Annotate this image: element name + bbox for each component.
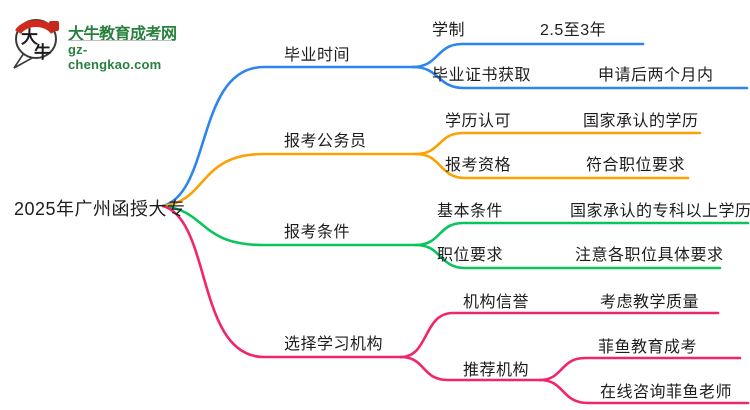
- node-recommended-institution: 推荐机构: [463, 362, 530, 379]
- node-exam-eligibility: 报考资格: [445, 157, 512, 174]
- branch-label-institution: 选择学习机构: [284, 336, 384, 353]
- value-recommended-institution-2: 在线咨询菲鱼老师: [600, 384, 733, 401]
- speech-bubble: [15, 19, 57, 59]
- branch-label-requirements: 报考条件: [284, 224, 351, 241]
- branch-lines-graduation-time: [161, 42, 749, 208]
- value-basic-requirements: 国家承认的专科以上学历: [570, 203, 750, 220]
- logo-seal-icon: [49, 21, 59, 31]
- node-study-duration: 学制: [432, 22, 466, 39]
- node-degree-recognition: 学历认可: [445, 113, 512, 130]
- root-node: 2025年广州函授大专: [14, 199, 186, 219]
- node-position-requirements: 职位要求: [437, 247, 504, 264]
- logo-divider: [68, 40, 171, 41]
- value-institution-reputation: 考虑教学质量: [600, 294, 700, 311]
- value-recommended-institution-1: 菲鱼教育成考: [598, 339, 698, 356]
- branch-label-graduation-time: 毕业时间: [284, 47, 351, 64]
- value-study-duration: 2.5至3年: [540, 22, 607, 39]
- logo-bubble-icon: 大 牛: [13, 19, 59, 69]
- value-degree-recognition: 国家承认的学历: [583, 113, 699, 130]
- branch-label-civil-service: 报考公务员: [284, 133, 367, 150]
- logo-mark-char-2: 牛: [34, 42, 51, 62]
- value-position-requirements: 注意各职位具体要求: [575, 247, 724, 264]
- branch-lines-requirements: [161, 204, 750, 270]
- logo-site-name: 大牛教育成考网: [68, 26, 177, 43]
- node-institution-reputation: 机构信誉: [463, 294, 530, 311]
- logo-site-url: gz-chengkao.com: [68, 42, 162, 72]
- node-diploma-acquisition: 毕业证书获取: [432, 67, 532, 84]
- branch-lines-institution: [161, 204, 750, 405]
- branch-lines-civil-service: [161, 131, 702, 208]
- node-basic-requirements: 基本条件: [437, 203, 504, 220]
- logo: 大 牛 大牛教育成考网 gz-chengkao.com: [10, 9, 180, 72]
- value-exam-eligibility: 符合职位要求: [586, 157, 686, 174]
- value-diploma-acquisition: 申请后两个月内: [598, 67, 714, 84]
- logo-mark-char-1: 大: [21, 27, 38, 47]
